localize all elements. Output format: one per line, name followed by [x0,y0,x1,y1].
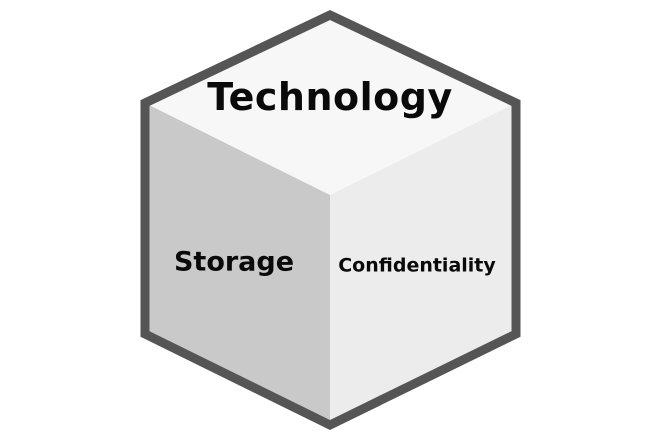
top-face-label: Technology [207,75,453,119]
hexagon-outline [140,10,521,431]
left-face [145,103,330,425]
right-face-label: Confidentiality [338,254,496,277]
left-face-label: Storage [173,246,295,278]
right-face [330,103,516,425]
